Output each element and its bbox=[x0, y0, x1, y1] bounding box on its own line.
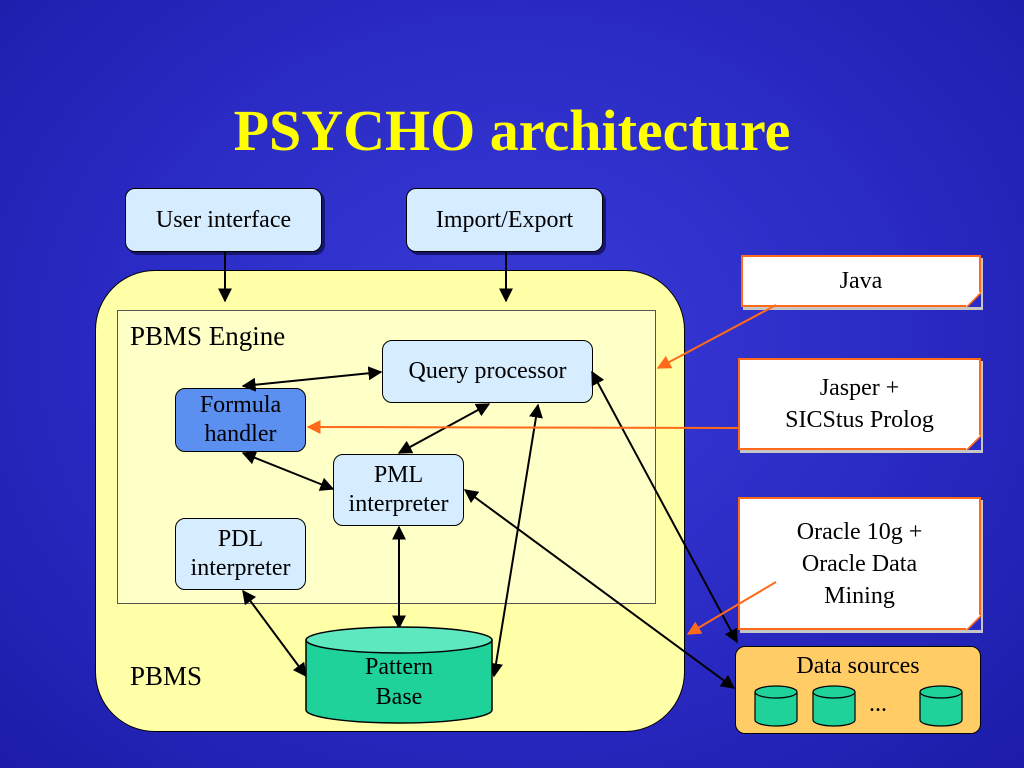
jasper-note-label: Jasper + SICStus Prolog bbox=[785, 375, 934, 433]
database-icon bbox=[919, 685, 963, 727]
page-fold-icon bbox=[966, 292, 981, 307]
query-processor-label: Query processor bbox=[408, 358, 567, 384]
pattern-base-label: Pattern Base bbox=[365, 654, 433, 710]
java-note: Java bbox=[741, 255, 981, 307]
pattern-base-cylinder bbox=[305, 626, 493, 724]
formula-handler-label: Formula handler bbox=[199, 392, 282, 447]
arrow-query-pattern-base bbox=[489, 403, 543, 678]
arrow-pdl-pattern-base bbox=[242, 589, 307, 678]
page-fold-icon bbox=[966, 435, 981, 450]
import-export-label: Import/Export bbox=[435, 206, 574, 233]
oracle-note-label: Oracle 10g + Oracle Data Mining bbox=[796, 518, 923, 609]
arrow-formula-pml bbox=[241, 451, 335, 491]
arrow-formula-query bbox=[241, 366, 383, 392]
java-note-label: Java bbox=[839, 268, 883, 294]
pbms-label: PBMS bbox=[130, 661, 203, 691]
pdl-interpreter-box: PDL interpreter bbox=[175, 518, 306, 590]
user-interface-box: User interface bbox=[125, 188, 322, 252]
oracle-note: Oracle 10g + Oracle Data Mining bbox=[738, 497, 981, 630]
arrow-query-pml bbox=[397, 403, 491, 454]
pdl-interpreter-label: PDL interpreter bbox=[190, 526, 291, 581]
arrow-jasper-to-formula bbox=[306, 420, 739, 435]
database-icon bbox=[754, 685, 798, 727]
arrow-query-data-sources bbox=[591, 370, 738, 644]
formula-handler-box: Formula handler bbox=[175, 388, 306, 452]
slide-title: PSYCHO architecture bbox=[233, 98, 791, 163]
arrow-oracle-to-pbms bbox=[686, 581, 777, 635]
database-icon bbox=[812, 685, 856, 727]
user-interface-label: User interface bbox=[155, 206, 292, 233]
page-fold-icon bbox=[966, 615, 981, 630]
import-export-box: Import/Export bbox=[406, 188, 603, 252]
pbms-engine-label: PBMS Engine bbox=[130, 321, 286, 351]
pml-interpreter-label: PML interpreter bbox=[348, 462, 449, 517]
arrow-pml-data-sources bbox=[463, 489, 736, 689]
arrow-java-to-pbms bbox=[656, 304, 777, 369]
data-sources-ellipsis: ... bbox=[869, 691, 887, 717]
jasper-note: Jasper + SICStus Prolog bbox=[738, 358, 981, 450]
data-sources-label: Data sources bbox=[796, 653, 920, 679]
